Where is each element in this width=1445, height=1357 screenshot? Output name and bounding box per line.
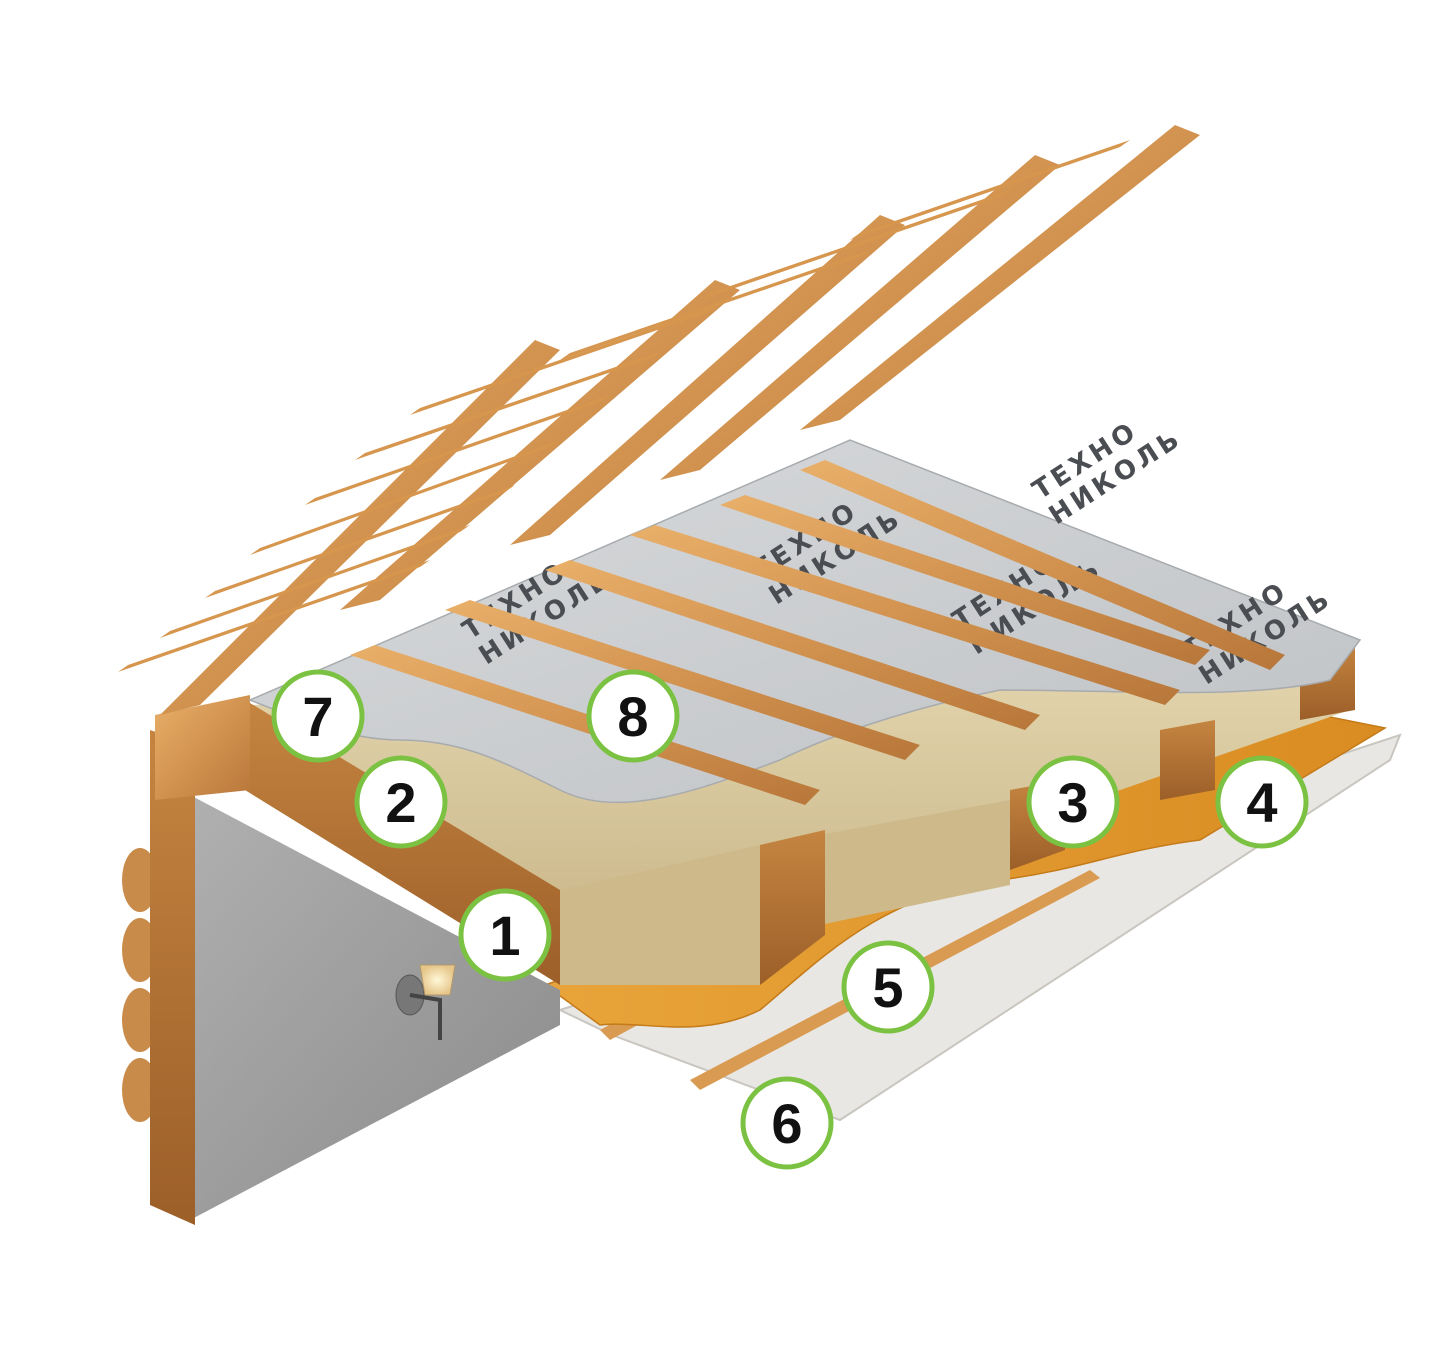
insulation-front-face [820, 800, 1010, 925]
roof-battens [118, 140, 1130, 672]
callout-3: 3 [1026, 755, 1120, 849]
callout-8-label: 8 [617, 685, 648, 748]
interior-wall [190, 795, 560, 1220]
corner-post [150, 730, 195, 1225]
callout-7-label: 7 [302, 685, 333, 748]
callout-5-label: 5 [872, 956, 903, 1019]
callout-4-label: 4 [1246, 771, 1277, 834]
joist-front [1160, 720, 1215, 800]
callout-8: 8 [586, 669, 680, 763]
callout-4: 4 [1215, 755, 1309, 849]
membrane-brand-print: ТЕХНО НИКОЛЬ [1027, 416, 1187, 531]
insulation-front-face [560, 845, 760, 985]
log-wall-ends [122, 848, 158, 1122]
callout-6-label: 6 [771, 1092, 802, 1155]
wall-top-plate [155, 695, 250, 800]
callout-7: 7 [271, 669, 365, 763]
callout-3-label: 3 [1057, 771, 1088, 834]
callout-1: 1 [458, 888, 552, 982]
joist-front [760, 830, 825, 985]
counter-battens [350, 460, 1285, 805]
callout-5: 5 [841, 940, 935, 1034]
callout-2-label: 2 [385, 771, 416, 834]
wall-lamp-icon [395, 964, 456, 1040]
callout-1-label: 1 [489, 904, 520, 967]
callout-6: 6 [740, 1076, 834, 1170]
callout-2: 2 [354, 755, 448, 849]
